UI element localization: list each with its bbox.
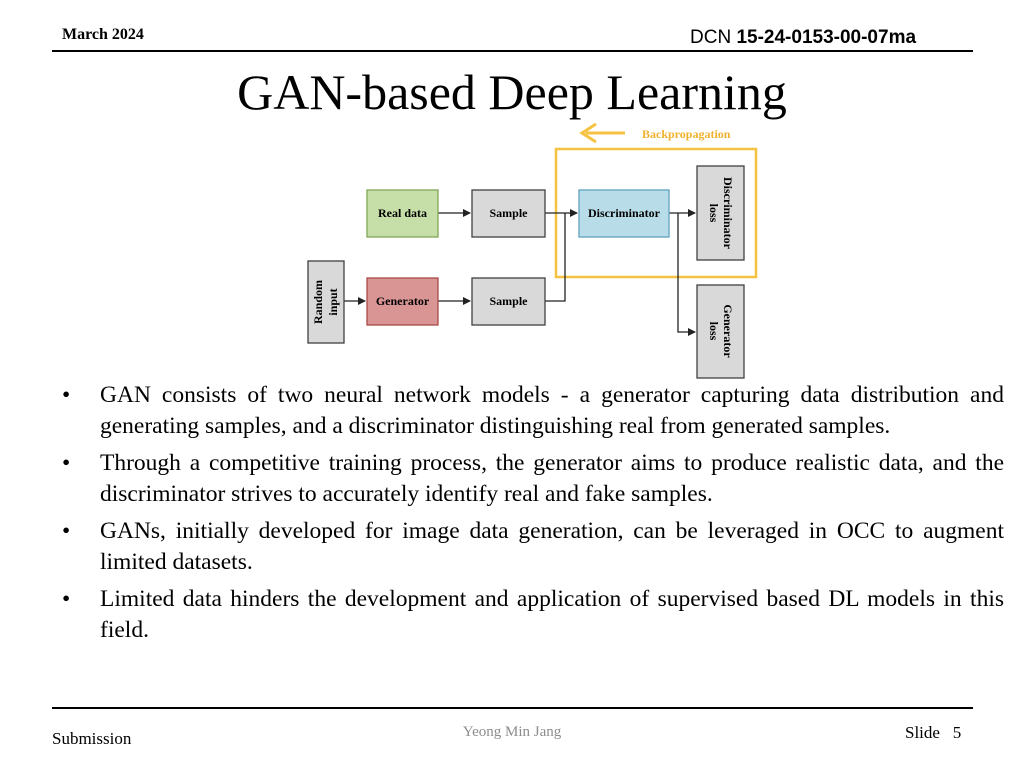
sample-bottom-box: Sample [471,277,546,326]
bullet-text: Limited data hinders the development and… [100,586,1004,643]
svg-text:Sample: Sample [489,206,528,220]
bullet-dot: • [62,518,71,544]
bullet-dot: • [62,382,71,408]
bullet-item: • Limited data hinders the development an… [62,584,1004,646]
svg-text:loss: loss [707,322,721,341]
bullet-text: Through a competitive training process, … [100,450,1004,507]
svg-text:loss: loss [707,204,721,223]
svg-text:Discriminator: Discriminator [721,177,735,250]
svg-text:Real data: Real data [378,206,427,220]
backprop-arrow [579,122,625,144]
slide-number: 5 [952,723,962,742]
backprop-label: Backpropagation [642,127,731,141]
footer-submission: Submission [52,729,132,748]
header-date: March 2024 [62,26,144,43]
svg-text:Sample: Sample [489,294,528,308]
svg-text:Discriminator: Discriminator [588,206,661,220]
random-input-box: Random input [307,260,345,344]
bullet-item: • Through a competitive training process,… [62,448,1004,510]
footer-slide-number: Slide 5 [905,723,961,743]
discriminator-box: Discriminator [578,189,670,238]
generator-box: Generator [366,277,439,326]
header-dcn: DCN 15-24-0153-00-07ma [690,27,916,49]
bullet-text: GANs, initially developed for image data… [100,518,1004,575]
bullet-item: • GAN consists of two neural network mode… [62,380,1004,442]
bullet-item: • GANs, initially developed for image dat… [62,516,1004,578]
bullet-list: • GAN consists of two neural network mode… [62,380,1004,652]
svg-text:Generator: Generator [376,294,430,308]
dcn-number: 15-24-0153-00-07ma [736,27,917,48]
real-data-box: Real data [366,189,439,238]
bullet-dot: • [62,586,71,612]
svg-text:Random: Random [311,280,325,324]
diagram-connectors [344,209,696,336]
generator-loss-box: Generator loss [696,284,745,379]
svg-text:Generator: Generator [721,304,735,358]
svg-text:input: input [326,288,340,315]
footer-author: Yeong Min Jang [462,724,562,740]
slide-label: Slide [905,723,940,742]
bullet-text: GAN consists of two neural network model… [100,382,1004,439]
discriminator-loss-box: Discriminator loss [696,165,745,261]
slide-title: GAN-based Deep Learning [237,64,787,120]
footer-rule [52,707,973,709]
header-rule [52,50,973,52]
sample-top-box: Sample [471,189,546,238]
dcn-prefix: DCN [690,27,732,48]
bullet-dot: • [62,450,71,476]
